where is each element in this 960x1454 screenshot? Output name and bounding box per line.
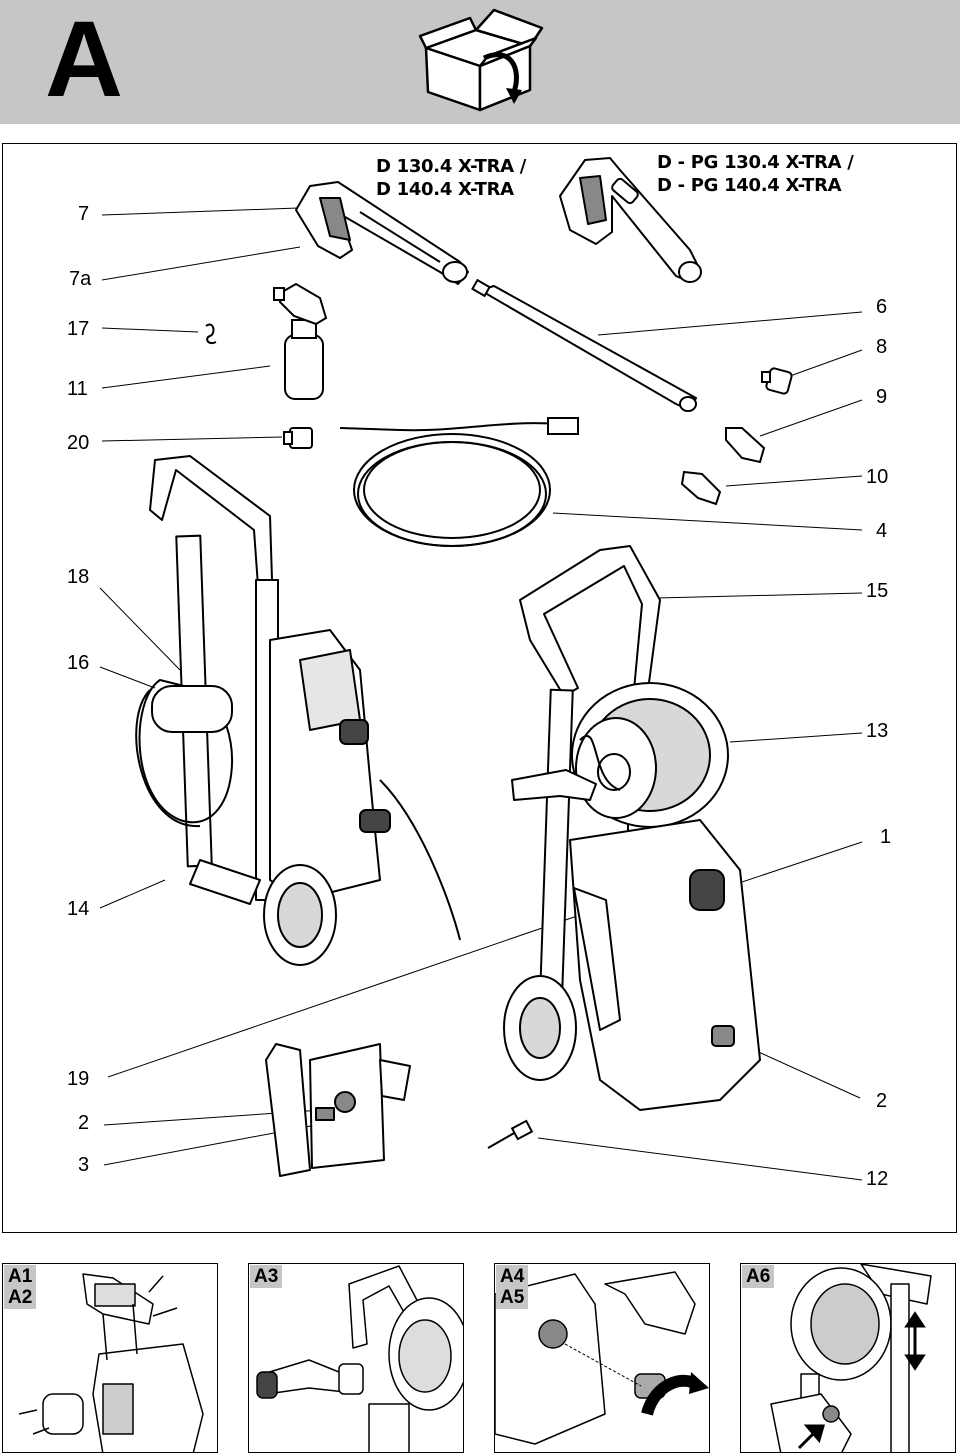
- panel-a4-a5: A4 A5: [494, 1263, 710, 1453]
- model-label-left: D 130.4 X-TRA / D 140.4 X-TRA: [376, 155, 526, 201]
- outlet-connector-illustration: [495, 1271, 709, 1445]
- callout-3: 3: [78, 1154, 90, 1176]
- panel-label-a3-box: A3: [250, 1265, 283, 1288]
- callout-10: 10: [866, 466, 889, 488]
- adapter-illustration: [283, 427, 313, 449]
- handle-assembly-illustration: [18, 1273, 204, 1452]
- callout-20: 20: [67, 432, 90, 454]
- callout-15: 15: [866, 580, 889, 602]
- panel-a3: A3: [248, 1263, 464, 1453]
- callout-7a: 7a: [69, 268, 92, 290]
- callout-6: 6: [876, 296, 888, 318]
- panel-a6: A6: [740, 1263, 956, 1453]
- panel-label-a5: A5: [500, 1287, 525, 1308]
- panel-label-a3: A3: [254, 1266, 279, 1287]
- model-right-line-1: D - PG 130.4 X-TRA /: [657, 152, 854, 173]
- callout-7: 7: [78, 203, 90, 225]
- callout-2-right: 2: [876, 1090, 888, 1112]
- callout-18: 18: [67, 566, 90, 588]
- callout-4: 4: [876, 520, 888, 542]
- model-left-line-2: D 140.4 X-TRA: [376, 179, 514, 200]
- spray-gun-pg-illustration: [559, 157, 702, 283]
- outlet-closeup-illustration: [265, 1043, 411, 1177]
- model-left-line-1: D 130.4 X-TRA /: [376, 156, 527, 177]
- callout-13: 13: [866, 720, 889, 742]
- hook-clip-illustration: [205, 323, 217, 345]
- callout-2-left: 2: [78, 1112, 90, 1134]
- section-letter: A: [45, 0, 123, 119]
- hose-reel-illustration: [770, 1264, 932, 1452]
- spray-gun-illustration: [295, 181, 469, 285]
- callout-12: 12: [866, 1168, 889, 1190]
- callout-16: 16: [67, 652, 90, 674]
- main-diagram-frame: [2, 143, 957, 1233]
- callout-19: 19: [67, 1068, 90, 1090]
- lance-illustration: [471, 278, 698, 412]
- crank-handle-illustration: [256, 1265, 463, 1452]
- panel-label-a1-a2: A1 A2: [4, 1265, 37, 1309]
- model-label-right: D - PG 130.4 X-TRA / D - PG 140.4 X-TRA: [657, 151, 854, 197]
- pressure-washer-rear-illustration: [135, 455, 461, 966]
- callout-14: 14: [67, 898, 90, 920]
- callout-17: 17: [67, 318, 90, 340]
- nozzles-illustration: [680, 367, 793, 506]
- callout-1: 1: [880, 826, 892, 848]
- cable-tie-illustration: [487, 1119, 534, 1149]
- callout-9: 9: [876, 386, 888, 408]
- panel-label-a6-box: A6: [742, 1265, 775, 1288]
- panel-label-a1: A1: [8, 1266, 33, 1287]
- model-right-line-2: D - PG 140.4 X-TRA: [657, 175, 842, 196]
- foam-bottle-illustration: [273, 282, 328, 400]
- panel-label-a4-a5: A4 A5: [496, 1265, 529, 1309]
- callout-8: 8: [876, 336, 888, 358]
- panel-label-a2: A2: [8, 1287, 33, 1308]
- pressure-washer-front-illustration: [503, 545, 761, 1111]
- callout-11: 11: [67, 378, 88, 400]
- panel-label-a6: A6: [746, 1266, 771, 1287]
- panel-a1-a2: A1 A2: [2, 1263, 218, 1453]
- hose-illustration: [339, 417, 579, 547]
- unboxing-box-icon: [418, 8, 544, 112]
- panel-label-a4: A4: [500, 1266, 525, 1287]
- section-header: A: [0, 0, 960, 124]
